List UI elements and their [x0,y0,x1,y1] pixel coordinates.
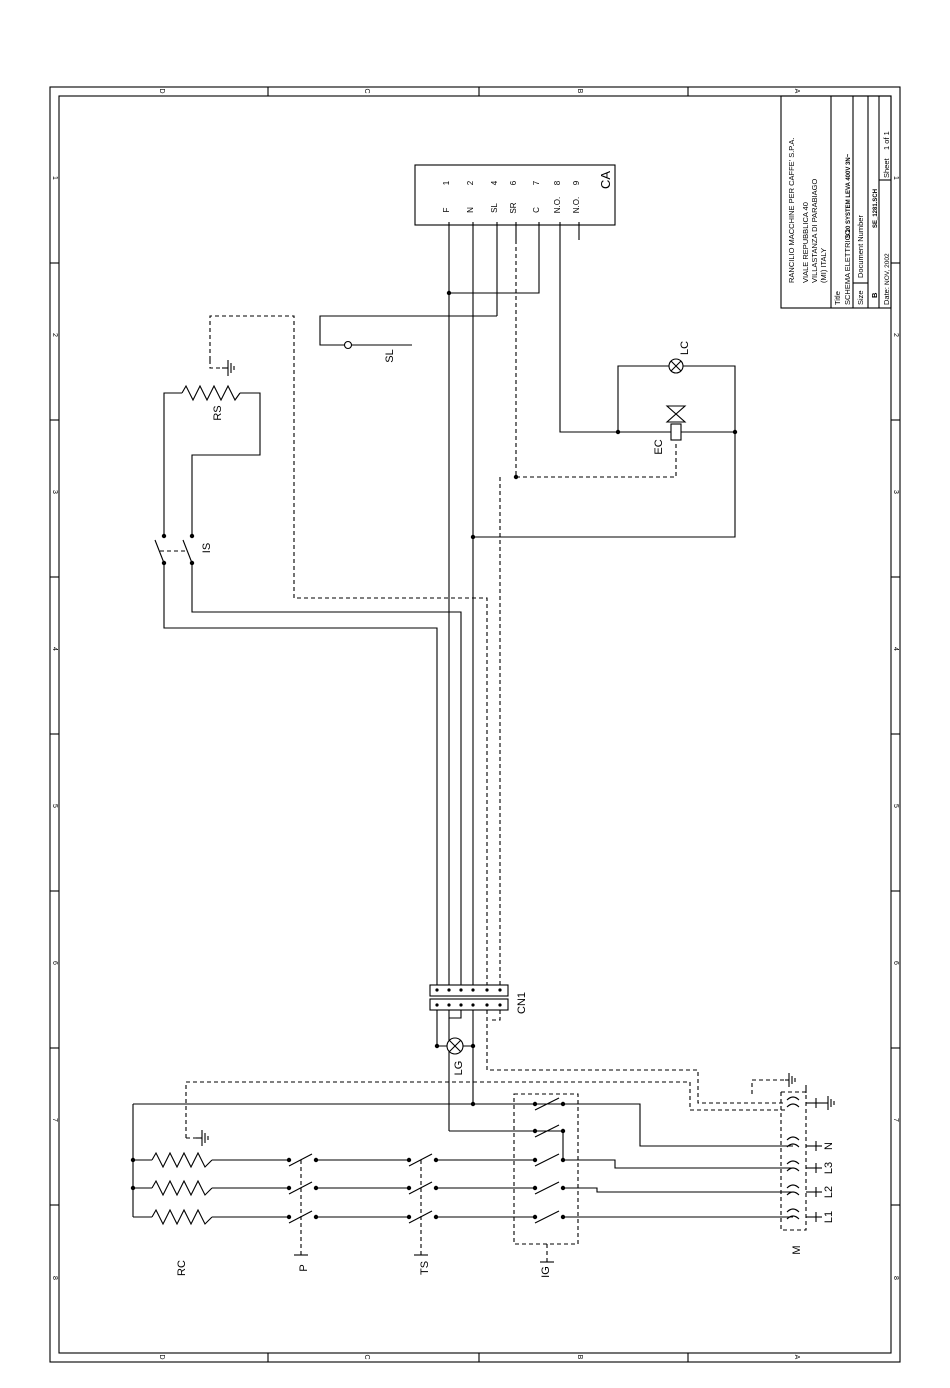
ground-icon [822,1096,835,1110]
ca-pin-sr-num: 6 [509,180,518,185]
cn1-connector: CN1 [429,984,528,1014]
ca-pin-sl-num: 4 [490,180,499,185]
lg-label: LG [453,1061,465,1076]
lower-wiring: LG [185,1010,785,1139]
drawing-frame: D C B A D C B A 1 2 3 4 5 6 7 8 1 2 3 4 … [49,86,901,1363]
is-label: IS [201,543,213,553]
ca-pin-no9-num: 9 [572,180,581,185]
zone-bottom-4: A [793,1355,800,1360]
ground-icon [196,1130,209,1146]
ca-controller: CA F 1 N 2 SL 4 SR 6 C 7 N.O. 8 N.O. 9 [414,164,616,240]
sheet-label: Sheet [882,157,891,178]
ca-pin-c-name: C [532,207,541,213]
lc-ec-group: LC EC [615,341,738,455]
zone-left-7: 7 [51,1118,58,1122]
terminal-n-label: N [823,1142,835,1150]
zone-right-8: 8 [892,1276,899,1280]
zone-right-6: 6 [892,961,899,965]
title-system: S 20 SYSTEM LEVA 400V 3N~ [846,153,852,238]
ground-icon [209,360,235,376]
terminal-l1-label: L1 [823,1211,835,1223]
title-value: SCHEMA ELETTRICO [843,229,852,305]
ca-label: CA [598,171,613,189]
document-number-label: Document Number [856,215,865,278]
ec-valve-icon [665,405,687,441]
zone-left-5: 5 [51,804,58,808]
ca-pin-f-name: F [442,207,451,212]
company-address-2: VILLASTANZA DI PARABIAGO [810,178,819,283]
zone-left-3: 3 [51,490,58,494]
zone-bottom-2: C [363,1354,370,1359]
zone-top-3: B [576,89,583,94]
date-label: Date: [882,287,891,305]
zone-right-5: 5 [892,804,899,808]
sl-probe: SL [343,340,412,363]
zone-top-4: A [793,89,800,94]
ig-switch: IG [513,1093,579,1278]
zone-left-6: 6 [51,961,58,965]
lc-label: LC [679,341,691,355]
zone-right-2: 2 [892,333,899,337]
sheet-value: 1 of 1 [882,131,891,150]
ground-icon [751,1073,807,1094]
rs-label: RS [212,405,224,420]
title-label: Title [833,291,842,305]
company-address-3: (MI) ITALY [819,248,828,283]
ca-pin-n-name: N [466,207,475,213]
ca-pin-n-num: 2 [466,180,475,185]
zone-bottom-3: B [576,1355,583,1360]
ig-label: IG [540,1266,552,1278]
ca-pin-c-num: 7 [532,180,541,185]
ts-switch: TS [406,1153,535,1275]
company-name: RANCILIO MACCHINE PER CAFFE' S.P.A. [787,138,796,284]
main-wiring [163,240,736,985]
p-switch: P [286,1153,408,1272]
ca-pin-no9-name: N.O. [572,197,581,213]
terminal-wiring [563,1103,793,1218]
terminal-l2-label: L2 [823,1186,835,1198]
ca-pin-sl-name: SL [490,203,499,213]
sl-label: SL [384,349,396,362]
rc-heater: RC [130,1103,640,1276]
zone-left-1: 1 [51,176,58,180]
is-switch: IS [154,533,213,566]
size-value: B [870,292,879,298]
zone-top-2: C [363,88,370,93]
zone-right-7: 7 [892,1118,899,1122]
zone-left-8: 8 [51,1276,58,1280]
rc-label: RC [176,1260,188,1276]
zone-left-2: 2 [51,333,58,337]
size-label: Size [856,290,865,305]
date-value: NOV, 2002 [884,253,891,285]
terminal-l3-label: L3 [823,1162,835,1174]
ca-pin-no8-num: 8 [553,180,562,185]
ec-label: EC [653,439,665,454]
company-address-1: VIALE REPUBBLICA 40 [801,202,810,283]
title-block: RANCILIO MACCHINE PER CAFFE' S.P.A. VIAL… [780,95,892,309]
ts-label: TS [419,1261,431,1275]
zone-right-3: 3 [892,490,899,494]
m-terminal-block: N L3 L2 L1 M [751,1073,835,1255]
zone-bottom-1: D [158,1354,165,1359]
rs-resistor: RS [163,384,261,534]
zone-top-1: D [158,88,165,93]
zone-right-4: 4 [892,647,899,651]
m-label: M [791,1245,803,1254]
document-number-value: SE_1281.SCH [873,189,879,228]
zone-right-1: 1 [892,176,899,180]
cn1-label: CN1 [516,992,528,1014]
ca-pin-sr-name: SR [509,202,518,213]
ca-pin-no8-name: N.O. [553,197,562,213]
zone-left-4: 4 [51,647,58,651]
p-label: P [298,1264,310,1271]
ca-pin-f-num: 1 [442,180,451,185]
